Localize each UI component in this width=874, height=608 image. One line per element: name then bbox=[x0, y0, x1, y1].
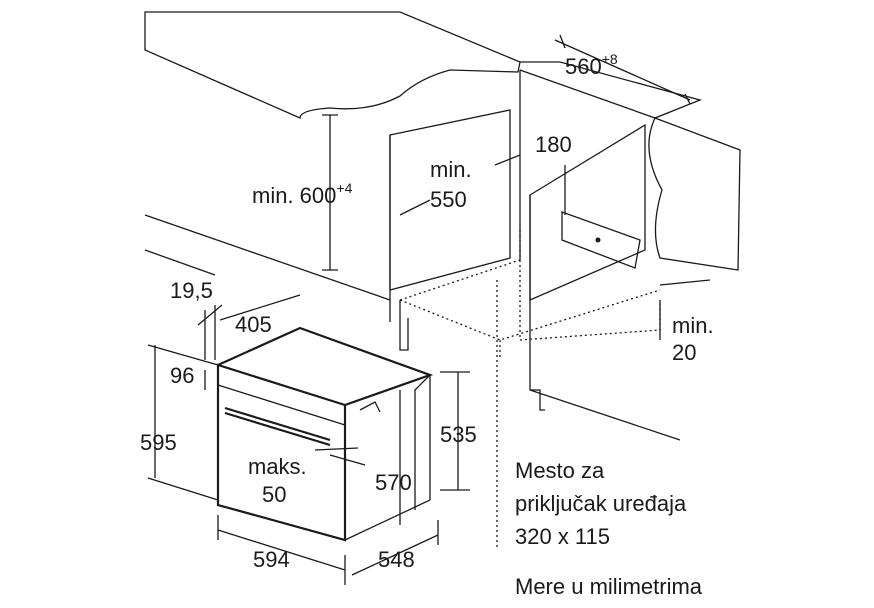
min-height-label: min. 600+4 bbox=[252, 180, 353, 208]
units-note: Mere u milimetrima bbox=[515, 574, 703, 599]
body-height-label: 570 bbox=[375, 470, 412, 495]
max-word: maks. bbox=[248, 454, 307, 479]
panel-height-label: 96 bbox=[170, 363, 194, 388]
min-gap-value: 20 bbox=[672, 340, 696, 365]
min-depth-value: 550 bbox=[430, 187, 467, 212]
side-height-label: 535 bbox=[440, 422, 477, 447]
dimension-lines bbox=[147, 34, 711, 585]
connection-note-line1: Mesto za bbox=[515, 458, 605, 483]
oven-width-label: 594 bbox=[253, 547, 290, 572]
cabinet bbox=[144, 109, 681, 441]
front-depth-label: 405 bbox=[235, 312, 272, 337]
oven bbox=[216, 326, 434, 542]
oven-height-label: 595 bbox=[140, 430, 177, 455]
countertop bbox=[144, 11, 741, 271]
front-offset-label: 19,5 bbox=[170, 278, 213, 303]
max-value: 50 bbox=[262, 482, 286, 507]
niche-width-label: 560+8 bbox=[565, 51, 618, 79]
min-depth-word: min. bbox=[430, 157, 472, 182]
cutout-depth-label: 180 bbox=[535, 132, 572, 157]
connection-note-line2: priključak uređaja bbox=[515, 491, 687, 516]
connection-note-line3: 320 x 115 bbox=[515, 524, 610, 549]
oven-depth-label: 548 bbox=[378, 547, 415, 572]
min-gap-word: min. bbox=[672, 313, 714, 338]
